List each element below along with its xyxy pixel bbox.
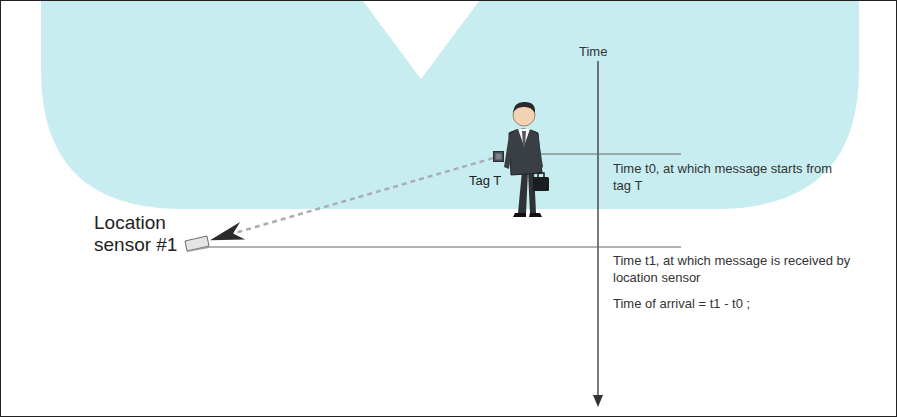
signal-line <box>233 158 493 233</box>
sensor-body <box>185 236 209 251</box>
timing-note: Time of arrival = t1 - t0 ; <box>613 295 873 312</box>
time-axis <box>597 61 598 399</box>
person-figure <box>504 102 549 217</box>
signal-connector <box>210 158 493 240</box>
sensor-shape <box>184 236 210 252</box>
axis-label: Time <box>579 43 639 60</box>
timing-line <box>206 247 681 248</box>
tag-shape <box>493 151 504 162</box>
sensor-edge <box>187 246 209 252</box>
tag-face <box>496 154 502 160</box>
axis-arrowhead <box>593 395 603 407</box>
background-shape <box>41 1 859 209</box>
timing-note: Time t0, at which message starts from ta… <box>613 160 853 194</box>
tag-label: Tag T <box>469 173 529 189</box>
timing-note: Time t1, at which message is received by… <box>613 252 888 286</box>
arrowhead <box>210 222 245 240</box>
sensor-node: Location sensor #1 <box>184 236 210 252</box>
tag-body <box>494 152 504 162</box>
tag-node: Tag T <box>493 151 504 162</box>
background-notch <box>363 1 479 79</box>
sensor-label: Location sensor #1 <box>94 212 180 256</box>
